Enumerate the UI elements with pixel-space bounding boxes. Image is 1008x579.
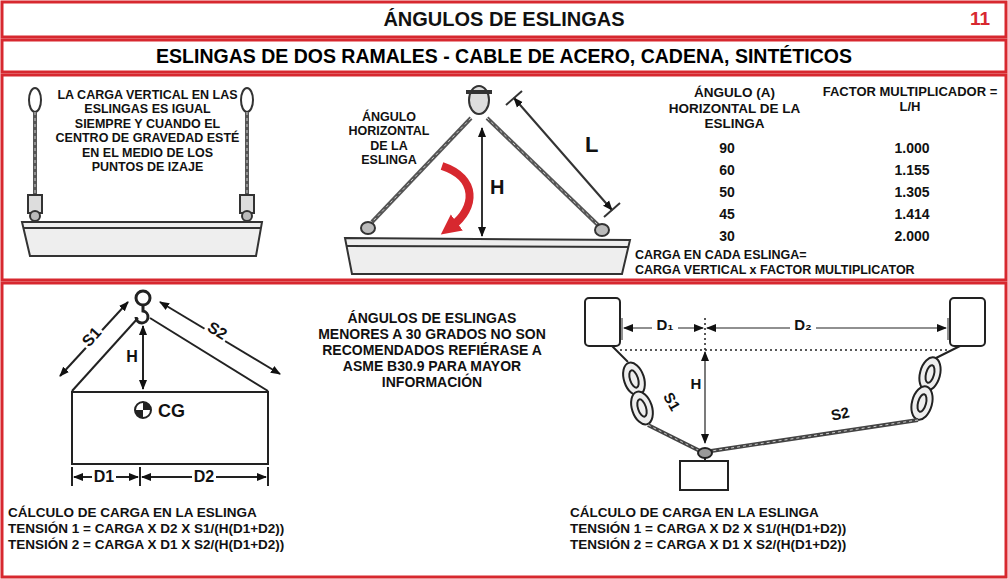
- title-text: ÁNGULOS DE ESLINGAS: [0, 8, 1008, 31]
- formula-note: CARGA EN CADA ESLINGA=: [635, 248, 995, 262]
- table-cell: 50: [690, 184, 764, 200]
- formula: TENSIÓN 2 = CARGA X D1 X S2/(H(D1+D2)): [570, 537, 990, 553]
- table-cell: 2.000: [872, 228, 952, 244]
- dimension: D1: [92, 468, 116, 486]
- table-cell: 1.414: [872, 206, 952, 222]
- dimension: L: [585, 132, 605, 157]
- table-cell: 60: [690, 162, 764, 178]
- calc-heading: CÁLCULO DE CARGA EN LA ESLINGA: [8, 505, 428, 521]
- subtitle-band: ESLINGAS DE DOS RAMALES - CABLE DE ACERO…: [5, 43, 1003, 70]
- formula: TENSIÓN 1 = CARGA X D2 X S1/(H(D1+D2)): [570, 521, 990, 537]
- table-cell: 1.155: [872, 162, 952, 178]
- formula-note: CARGA VERTICAL x FACTOR MULTIPLICATOR: [635, 263, 995, 277]
- table-cell: 90: [690, 140, 764, 156]
- calc-heading: CÁLCULO DE CARGA EN LA ESLINGA: [570, 505, 990, 521]
- table-cell: 45: [690, 206, 764, 222]
- note: LA CARGA VERTICAL EN LAS ESLINGAS ES IGU…: [55, 88, 240, 174]
- dimension: H: [688, 375, 704, 392]
- dimension: D2: [192, 468, 216, 486]
- table-cell: 1.000: [872, 140, 952, 156]
- dimension: S1: [659, 387, 686, 416]
- formula: TENSIÓN 1 = CARGA X D2 X S1/(H(D1+D2)): [8, 521, 428, 537]
- table-cell: 30: [690, 228, 764, 244]
- cg-label: CG: [158, 401, 188, 422]
- warning-note: ÁNGULOS DE ESLINGAS MENORES A 30 GRADOS …: [318, 310, 546, 390]
- page-number: 11: [962, 8, 998, 30]
- dimension: S1: [77, 322, 107, 352]
- angle-label: ÁNGULO HORIZONTAL DE LA ESLINGA: [345, 110, 433, 168]
- dimension: S2: [826, 403, 853, 425]
- formula: TENSIÓN 2 = CARGA X D1 X S2/(H(D1+D2)): [8, 537, 428, 553]
- dimension: D₂: [790, 316, 816, 333]
- dimension: D₁: [652, 316, 678, 333]
- band-text: ESLINGAS DE DOS RAMALES - CABLE DE ACERO…: [156, 45, 852, 68]
- dimension: S2: [202, 317, 232, 345]
- table-cell: 1.305: [872, 184, 952, 200]
- table-header: ÁNGULO (A) HORIZONTAL DE LA ESLINGA: [652, 85, 817, 132]
- dimension: H: [490, 176, 510, 199]
- dimension: H: [124, 348, 140, 366]
- table-header: FACTOR MULTIPLICADOR = L/H: [818, 85, 1002, 115]
